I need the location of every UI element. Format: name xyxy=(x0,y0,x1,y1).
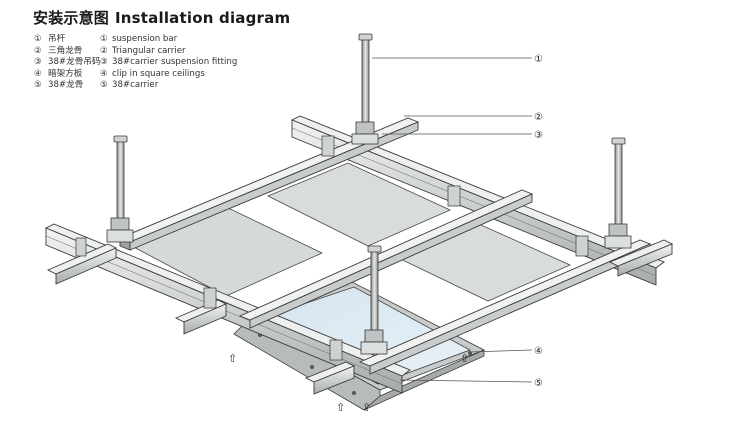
push-up-arrows: ⇧ ⇧ ⇧ ⇧ xyxy=(228,352,469,414)
suspension-bar xyxy=(351,33,379,145)
diagram-title: 安装示意图 Installation diagram xyxy=(33,7,290,28)
callout-5: ⑤ xyxy=(534,378,543,389)
push-up-arrow-icon: ⇧ xyxy=(336,401,345,414)
main-carriers xyxy=(44,115,665,394)
suspension-bar xyxy=(604,137,632,249)
triangular-carrier xyxy=(238,189,534,329)
callout-2: ② xyxy=(534,112,543,123)
callout-markers: ① ② ③ ④ ⑤ xyxy=(534,54,543,389)
carrier-clips xyxy=(75,135,589,361)
carrier-stub xyxy=(46,243,118,285)
suspension-bar xyxy=(360,245,388,355)
triangular-carriers xyxy=(46,117,674,395)
title-zh: 安装示意图 xyxy=(33,9,110,27)
push-up-arrow-icon: ⇧ xyxy=(362,401,371,414)
suspension-bar xyxy=(106,135,134,243)
title-en: Installation diagram xyxy=(115,9,291,27)
callout-3: ③ xyxy=(534,130,543,141)
push-up-arrow-icon: ⇧ xyxy=(228,352,237,365)
ceiling-panel xyxy=(267,162,451,247)
carrier-stub xyxy=(304,361,356,395)
suspension-bars xyxy=(106,33,632,355)
callout-1: ① xyxy=(534,54,543,65)
carrier-38-back xyxy=(290,115,665,286)
callout-leaders xyxy=(372,57,533,383)
carrier-stub xyxy=(608,239,674,277)
callout-4: ④ xyxy=(534,346,543,357)
push-up-arrow-icon: ⇧ xyxy=(460,352,469,365)
